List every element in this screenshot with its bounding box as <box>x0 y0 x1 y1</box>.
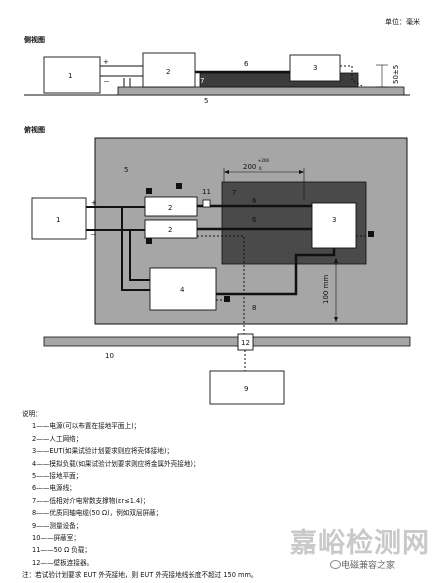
top-ground-square <box>146 238 152 244</box>
top-eut <box>311 202 357 249</box>
legend-item: 6——电源线； <box>32 484 76 493</box>
top-eut-load-wire <box>216 248 336 296</box>
top-load-resistor <box>202 199 211 208</box>
top-dim-tol-upper: +200 <box>258 158 269 163</box>
side-power-supply <box>43 56 101 94</box>
top-label-12: 12 <box>241 339 250 347</box>
side-view: 50±5 1 2 6 3 7 5 + － <box>24 52 410 105</box>
side-dimension-label: 50±5 <box>392 65 400 84</box>
top-label-2a: 2 <box>168 204 172 212</box>
side-label-2: 2 <box>166 68 170 76</box>
top-label-6a: 6 <box>252 197 257 205</box>
legend-item: 2——人工网络； <box>32 434 83 443</box>
top-label-2b: 2 <box>168 226 172 234</box>
top-dim-100-label: 100 mm <box>322 275 330 304</box>
unit-label: 单位：毫米 <box>385 17 420 26</box>
side-label-3: 3 <box>313 64 317 72</box>
legend-item: 7——低相对介电常数支撑物(εr≤1.4)； <box>32 496 150 505</box>
legend-item: 4——模拟负载(如果试验计划要求则应将金属外壳接地)； <box>32 459 200 468</box>
side-label-7: 7 <box>200 77 204 85</box>
top-dim-arrow <box>334 258 338 263</box>
legend-title: 说明： <box>22 410 42 418</box>
top-label-4: 4 <box>180 286 185 294</box>
top-load-wire <box>129 230 150 281</box>
top-dim-200-label: 200 <box>243 163 256 171</box>
top-ground-square <box>176 183 182 189</box>
top-view: 200 +200 0 100 mm 5 1 2 2 11 7 6 6 3 4 8… <box>31 137 411 405</box>
side-eut <box>289 54 341 82</box>
legend-item: 10——屏蔽室； <box>32 534 80 543</box>
top-ground-square <box>368 231 374 237</box>
legend: 说明： 1——电源(可以布置在接地平面上)； 2——人工网络； 3——EUT(如… <box>22 408 432 582</box>
top-label-3: 3 <box>332 216 336 224</box>
top-label-11: 11 <box>202 188 211 196</box>
legend-item: 12——壁板连接器。 <box>32 558 94 567</box>
top-label-8: 8 <box>252 304 256 312</box>
legend-item: 11——50 Ω 负载； <box>32 546 91 555</box>
legend-item: 8——优质同轴电缆(50 Ω)，例如双层屏蔽； <box>32 509 163 518</box>
side-view-heading: 侧视图 <box>24 35 45 44</box>
legend-item: 3——EUT(如果试验计划要求则应将壳体接地)； <box>32 447 174 456</box>
legend-item: 5——接地平面； <box>32 472 83 481</box>
top-dim-tol-lower: 0 <box>259 166 262 171</box>
side-label-6: 6 <box>244 60 249 68</box>
legend-note: 注：若试验计划要求 EUT 外壳接地，则 EUT 外壳接地线长度不超过 150 … <box>22 571 258 580</box>
side-minus: － <box>103 78 110 86</box>
top-label-10: 10 <box>105 352 114 360</box>
side-label-1: 1 <box>68 72 72 80</box>
top-dim-arrow <box>299 170 304 174</box>
legend-item: 9——测量设备； <box>32 521 83 530</box>
watermark-sub: 电磁兼容之家 <box>341 561 396 571</box>
top-label-5: 5 <box>124 166 128 174</box>
top-dim-arrow <box>334 317 338 322</box>
side-label-5: 5 <box>204 97 208 105</box>
top-load <box>149 267 217 311</box>
legend-item: 1——电源(可以布置在接地平面上)； <box>32 422 141 431</box>
side-lisn <box>142 52 196 88</box>
side-eut-ground <box>340 65 363 87</box>
top-minus: － <box>90 231 97 239</box>
top-ground-square <box>146 188 152 194</box>
wechat-icon <box>330 560 341 569</box>
top-plus: + <box>91 199 97 207</box>
side-plus: + <box>103 58 109 66</box>
top-power-supply <box>31 197 87 240</box>
top-measurement <box>209 370 285 405</box>
top-label-1: 1 <box>56 216 60 224</box>
top-dim-arrow <box>224 170 229 174</box>
top-shield-wall <box>43 336 411 347</box>
top-load-wire <box>121 207 150 291</box>
top-view-heading: 俯视图 <box>24 125 45 134</box>
top-label-9: 9 <box>244 385 248 393</box>
top-coax <box>197 235 245 334</box>
watermark-main: 嘉峪检测网 <box>290 528 430 559</box>
top-ground-square <box>224 296 230 302</box>
top-label-7: 7 <box>232 189 236 197</box>
top-label-6b: 6 <box>252 216 257 224</box>
side-ground-plate <box>117 86 405 96</box>
